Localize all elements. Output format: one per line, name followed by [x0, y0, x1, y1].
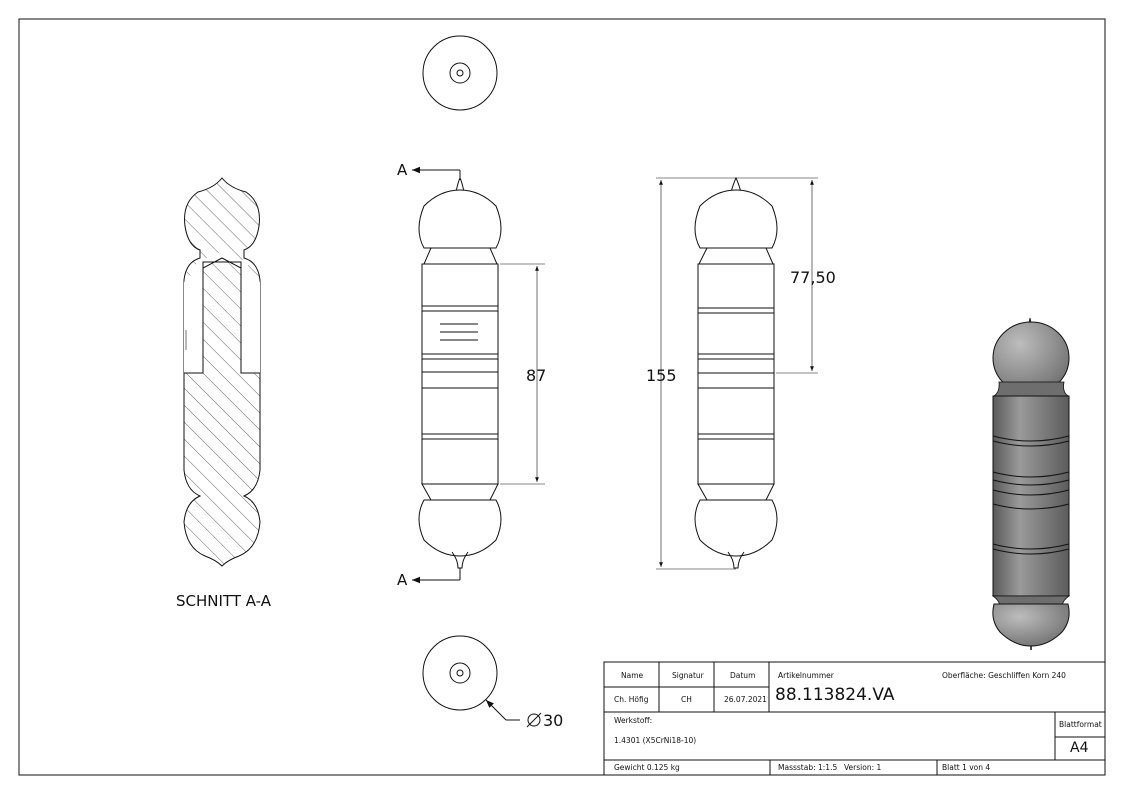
tb-oberflaeche: Oberfläche: Geschliffen Korn 240	[942, 671, 1066, 680]
section-view	[183, 177, 261, 567]
tb-werkstoff-value: 1.4301 (X5CrNi18-10)	[614, 736, 696, 745]
section-label: SCHNITT A-A	[176, 592, 272, 610]
front-view	[418, 176, 502, 569]
tb-version: Version: 1	[844, 763, 881, 772]
tb-datum-value: 26.07.2021	[724, 695, 767, 704]
tb-name-value: Ch. Höfig	[614, 695, 649, 704]
cut-label-bottom: A	[397, 571, 408, 589]
diameter-dimension: 30	[543, 711, 563, 730]
tb-datum-header: Datum	[730, 671, 755, 680]
tb-werkstoff-label: Werkstoff:	[614, 716, 652, 725]
tb-signatur-header: Signatur	[672, 671, 705, 680]
tb-blattformat-value: A4	[1070, 740, 1089, 756]
dimension-77-50-label: 77,50	[790, 268, 836, 287]
cut-label-top: A	[397, 161, 408, 179]
bottom-view	[422, 635, 542, 728]
drawing-frame	[18, 18, 1106, 776]
dimension-155	[656, 177, 736, 570]
tb-massstab: Massstab: 1:1.5	[778, 763, 837, 772]
tb-blattformat-label: Blattformat	[1059, 720, 1102, 729]
tb-artikel-value: 88.113824.VA	[775, 685, 895, 705]
tb-gewicht: Gewicht 0.125 kg	[614, 763, 680, 772]
dimension-77-50	[736, 177, 818, 374]
side-view	[694, 176, 778, 569]
top-view	[422, 35, 498, 111]
tb-signatur-value: CH	[681, 695, 692, 704]
tb-blatt: Blatt 1 von 4	[942, 763, 990, 772]
cut-marker-bottom	[412, 568, 461, 584]
tb-name-header: Name	[621, 671, 644, 680]
dimension-87	[500, 263, 545, 485]
title-block	[603, 661, 1106, 776]
dimension-87-label: 87	[526, 366, 546, 385]
dimension-155-label: 155	[646, 366, 677, 385]
tb-artikel-header: Artikelnummer	[778, 671, 835, 680]
isometric-view	[991, 317, 1071, 650]
cut-marker-top	[412, 166, 461, 180]
